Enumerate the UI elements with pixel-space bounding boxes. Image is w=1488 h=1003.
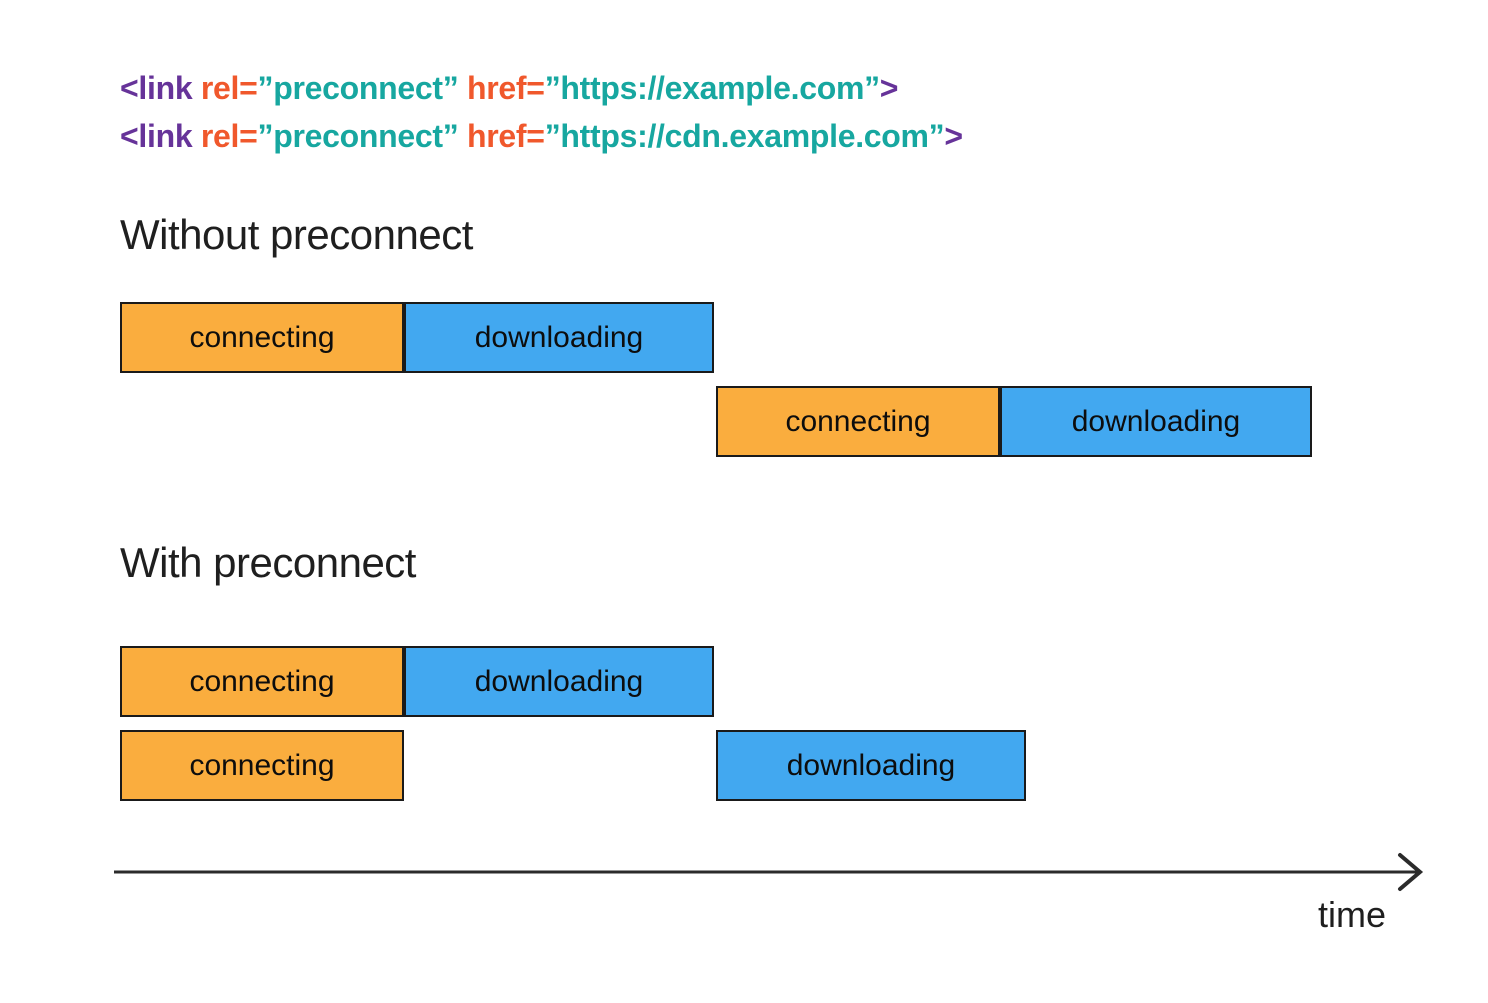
code-token: ”preconnect” — [257, 70, 468, 106]
code-token: > — [879, 70, 899, 106]
code-token: <link — [120, 118, 201, 154]
code-token: rel= — [200, 118, 258, 154]
timeline-bar-downloading: downloading — [716, 730, 1026, 801]
code-token: ”https://example.com” — [544, 70, 880, 106]
timeline-bar-downloading: downloading — [404, 646, 714, 717]
section-heading-with-preconnect: With preconnect — [120, 539, 416, 586]
code-snippet: <link rel=”preconnect” href=”https://exa… — [120, 64, 963, 160]
timeline-bar-downloading: downloading — [404, 302, 714, 373]
code-token: > — [944, 118, 963, 154]
time-axis-label: time — [1318, 894, 1387, 935]
code-line-1: <link rel=”preconnect” href=”https://exa… — [120, 64, 963, 112]
code-token: ”https://cdn.example.com” — [544, 118, 945, 154]
code-token: href= — [467, 118, 545, 154]
timeline-bar-downloading: downloading — [1000, 386, 1312, 457]
code-token: rel= — [200, 70, 258, 106]
code-token: <link — [120, 70, 201, 106]
code-line-2: <link rel=”preconnect” href=”https://cdn… — [120, 112, 963, 160]
section-heading-without-preconnect: Without preconnect — [120, 211, 473, 258]
timeline-bar-connecting: connecting — [716, 386, 1000, 457]
timeline-bar-connecting: connecting — [120, 302, 404, 373]
time-axis-arrow-icon — [114, 853, 1424, 891]
code-token: ”preconnect” — [257, 118, 468, 154]
code-token: href= — [467, 70, 545, 106]
timeline-bar-connecting: connecting — [120, 730, 404, 801]
timeline-bar-connecting: connecting — [120, 646, 404, 717]
